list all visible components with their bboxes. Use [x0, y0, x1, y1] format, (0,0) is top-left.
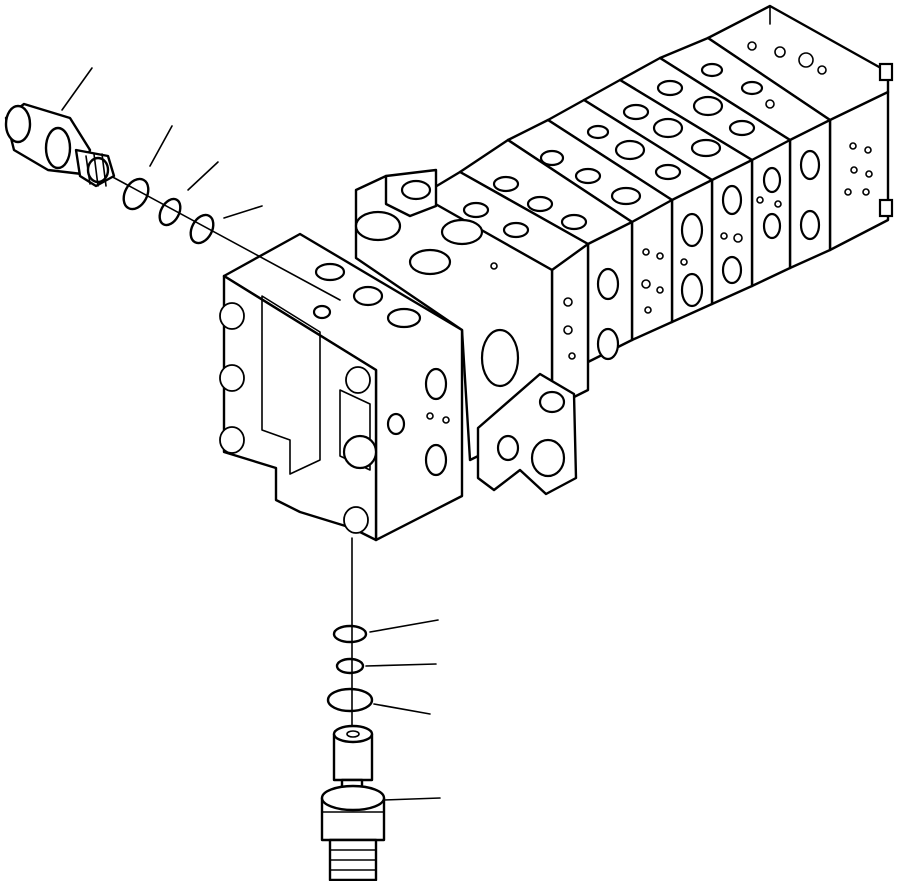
upper-o-ring-3 [189, 213, 215, 245]
lower-o-ring-2 [335, 657, 365, 675]
upper-callout-leaders [61, 67, 263, 219]
lower-o-ring-1 [332, 624, 368, 644]
valve-section-4 [546, 98, 714, 324]
valve-inlet-block [354, 168, 578, 496]
upper-o-ring-2 [158, 197, 182, 227]
lower-o-ring-3 [326, 687, 374, 713]
valve-main-block [219, 232, 464, 542]
lower-relief-valve-icon [320, 724, 386, 881]
control-valve-assembly-icon [219, 4, 894, 542]
upper-assembly-axis-line [95, 167, 341, 301]
upper-relief-valve-icon [4, 102, 116, 188]
valve-section-3 [506, 118, 674, 342]
upper-o-ring-1 [122, 177, 150, 211]
lower-callout-leaders [365, 619, 441, 801]
valve-section-6 [618, 56, 792, 288]
